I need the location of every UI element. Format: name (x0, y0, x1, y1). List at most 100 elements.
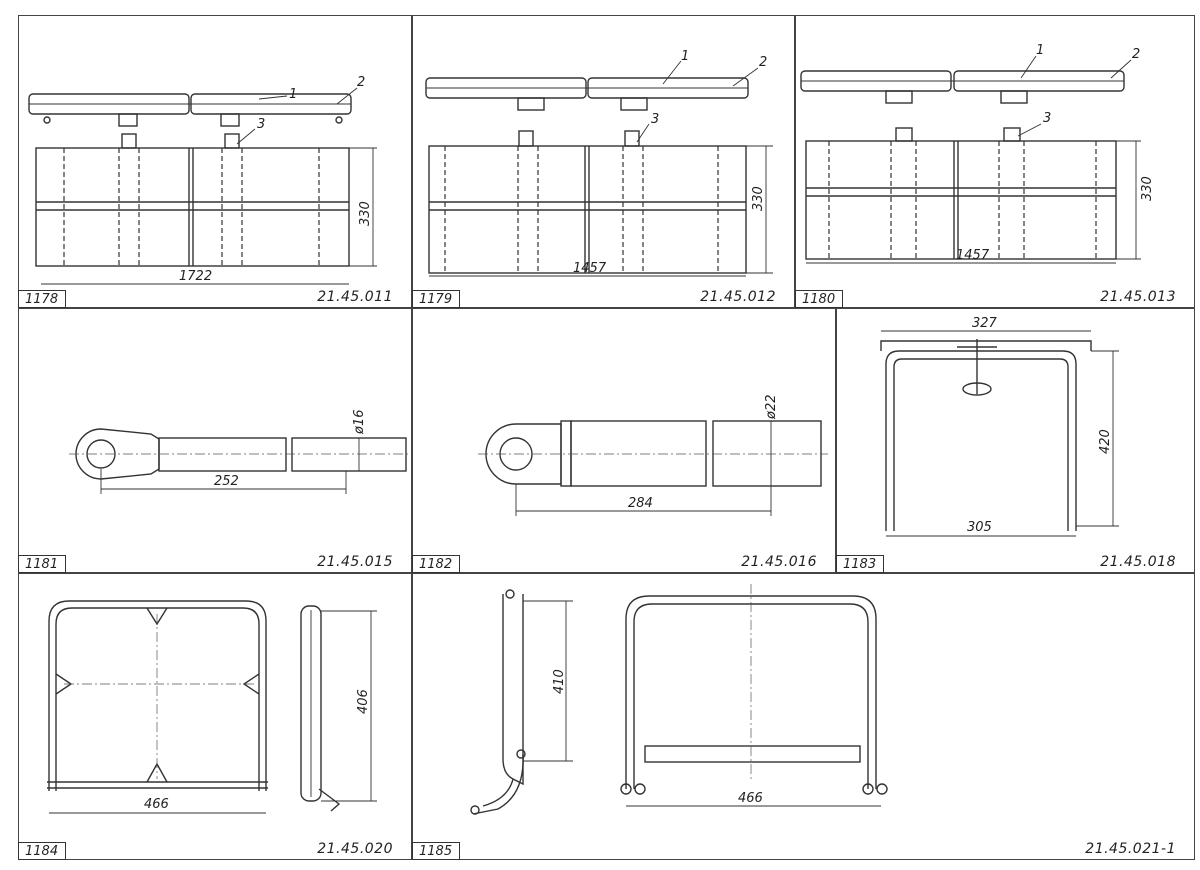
drawing-line (620, 783, 632, 795)
part-code: 21.45.020 (317, 841, 393, 857)
dimension-label: 466 (144, 797, 169, 812)
panel-1185: 410 466 1185 21.45.021-1 (412, 573, 1195, 860)
part-code: 21.45.012 (700, 289, 776, 305)
figure-number: 1185 (412, 842, 460, 860)
drawing-line (620, 97, 648, 111)
drawing-line (336, 87, 358, 105)
drawing-line (625, 595, 877, 789)
panel-1179: 1 2 3 330 1457 1179 21.45.012 (412, 15, 795, 308)
drawing-line (805, 140, 1117, 260)
figure-number: 1184 (18, 842, 66, 860)
dimension-label: 1 (289, 87, 297, 102)
figure-number: 1181 (18, 555, 66, 573)
dimension-label: 1 (681, 49, 689, 64)
drawing-line (732, 67, 759, 87)
drawing-line (1110, 59, 1132, 79)
figure-number: 1183 (836, 555, 884, 573)
drawing-line (300, 605, 322, 802)
drawing-line (258, 95, 288, 100)
drawing-line (880, 340, 1092, 351)
dimension-label: 1722 (179, 269, 212, 284)
drawing-line (1003, 127, 1021, 142)
drawing-line (158, 437, 287, 472)
dimension-label: 406 (356, 689, 371, 714)
drawing-line (48, 600, 267, 791)
drawing-line (895, 127, 913, 142)
u-bracket-drawing: 327 420 305 (880, 316, 1119, 537)
dimension-label: 327 (972, 316, 998, 331)
part-code: 21.45.011 (317, 289, 393, 305)
drawing-line (517, 97, 545, 111)
seat-drawing: 1 2 3 330 1457 (800, 43, 1155, 264)
drawing-line (962, 382, 992, 396)
dimension-label: 330 (1140, 176, 1155, 201)
drawing-line (662, 60, 682, 85)
dimension-label: 330 (751, 186, 766, 211)
drawing-line (505, 589, 515, 599)
dimension-label: 2 (1132, 47, 1140, 62)
panel-1184: 406 466 1184 21.45.020 (18, 573, 412, 860)
drawing-line (75, 428, 160, 480)
frame-drawing: 410 466 (470, 584, 888, 815)
dimension-label: 1457 (573, 261, 607, 276)
drawing-line (644, 745, 861, 763)
drawing-line (1000, 90, 1028, 104)
drawing-line (291, 437, 407, 472)
drawing-line (482, 778, 514, 807)
drawing-line (876, 783, 888, 795)
dimension-label: 284 (628, 496, 653, 511)
drawing-line (516, 749, 526, 759)
figure-number: 1178 (18, 290, 66, 308)
dimension-label: 2 (357, 75, 365, 90)
drawing-line (893, 358, 1069, 531)
drawing-line (220, 113, 240, 127)
figure-number: 1179 (412, 290, 460, 308)
figure-number: 1180 (795, 290, 843, 308)
drawing-line (885, 90, 913, 104)
drawing-line (236, 128, 256, 145)
drawing-line (634, 783, 646, 795)
panel-1180: 1 2 3 330 1457 1180 21.45.013 (795, 15, 1195, 308)
panel-1178: 1 2 3 330 1722 1178 21.45.011 (18, 15, 412, 308)
drawing-line (485, 423, 562, 485)
drawing-line (570, 420, 707, 487)
drawing-line (560, 420, 572, 487)
dimension-label: 1457 (956, 248, 990, 263)
dimension-label: ø22 (764, 395, 779, 421)
drawing-line (318, 788, 341, 812)
part-code: 21.45.013 (1100, 289, 1176, 305)
dimension-label: 3 (257, 117, 265, 132)
panel-1182: ø22 284 1182 21.45.016 (412, 308, 836, 573)
part-code: 21.45.016 (741, 554, 817, 570)
drawing-line (43, 116, 51, 124)
seat-drawing: 1 2 3 330 1722 (28, 75, 377, 285)
dimension-label: 2 (759, 55, 767, 70)
dimension-label: 3 (1043, 111, 1051, 126)
drawing-line (470, 805, 480, 815)
dimension-label: 305 (967, 520, 992, 535)
drawing-line (624, 130, 640, 147)
drawing-line (472, 753, 524, 815)
drawing-line (121, 133, 137, 149)
part-code: 21.45.021-1 (1085, 841, 1176, 857)
part-code: 21.45.018 (1100, 554, 1176, 570)
panel-1181: ø16 252 1181 21.45.015 (18, 308, 412, 573)
dimension-label: 410 (552, 669, 567, 694)
drawing-line (862, 783, 874, 795)
pin-drawing: ø22 284 (478, 395, 828, 516)
pin-drawing: ø16 252 (69, 410, 411, 494)
dimension-label: 3 (651, 112, 659, 127)
figure-number: 1182 (412, 555, 460, 573)
dimension-label: 252 (214, 474, 239, 489)
drawing-line (636, 123, 650, 143)
drawing-line (885, 350, 1077, 531)
drawing-line (55, 607, 260, 791)
drawing-line (1020, 55, 1037, 79)
dimension-label: 420 (1098, 429, 1113, 454)
drawing-line (1017, 123, 1042, 137)
dimension-label: 466 (738, 791, 763, 806)
dimension-label: 330 (358, 201, 373, 226)
drawing-line (712, 420, 822, 487)
drawing-line (224, 133, 240, 149)
dimension-label: 1 (1036, 43, 1044, 58)
